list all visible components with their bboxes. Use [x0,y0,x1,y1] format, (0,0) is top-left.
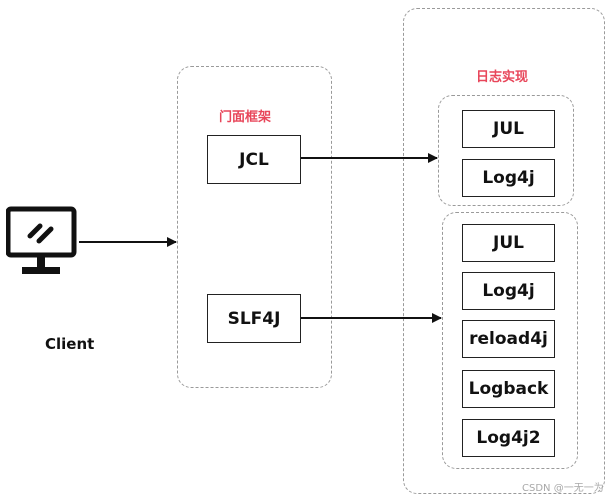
log4j-box-2: Log4j [462,272,555,310]
log4j-label-1: Log4j [482,168,535,188]
logback-box: Logback [462,370,555,408]
log4j-label-2: Log4j [482,281,535,301]
implementation-group [403,8,605,494]
log4j2-label: Log4j2 [476,428,541,448]
impl-subgroup-1 [438,95,574,206]
facade-group [177,66,332,388]
impl-subgroup-2 [442,212,578,469]
monitor-icon [5,206,78,278]
log4j-box-1: Log4j [462,159,555,197]
jcl-label: JCL [239,149,269,170]
log4j2-box: Log4j2 [462,419,555,457]
logback-label: Logback [468,379,549,399]
facade-title: 门面框架 [219,110,272,125]
watermark: CSDN @一无一为 [522,483,604,494]
jul-box-1: JUL [462,110,555,148]
client-label: Client [45,335,95,353]
jul-label-1: JUL [493,119,524,139]
slf4j-box: SLF4J [207,294,301,343]
reload4j-label: reload4j [469,329,548,349]
implementation-title: 日志实现 [476,70,529,85]
reload4j-box: reload4j [462,320,555,358]
jcl-box: JCL [207,135,301,184]
slf4j-label: SLF4J [227,308,281,329]
jul-box-2: JUL [462,224,555,262]
jul-label-2: JUL [493,233,524,253]
